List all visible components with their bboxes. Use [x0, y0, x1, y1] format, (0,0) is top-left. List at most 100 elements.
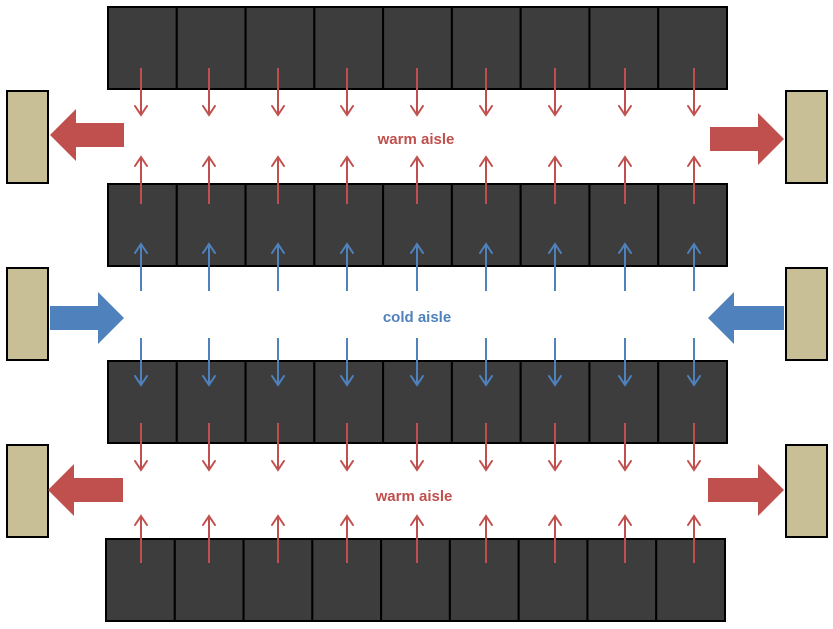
cold-intake-arrow [271, 242, 285, 291]
warm-exhaust-arrow [479, 423, 493, 472]
cold-intake-arrow [134, 338, 148, 387]
warm-exhaust-arrow [271, 68, 285, 117]
cold-aisle-label: cold aisle [383, 309, 451, 326]
cold-intake-arrow [271, 338, 285, 387]
warm-exhaust-arrow [271, 423, 285, 472]
cold-intake-arrow [340, 338, 354, 387]
rack-cabinet [313, 360, 385, 444]
warm-exhaust-arrow [687, 423, 701, 472]
cold-intake-arrow [479, 242, 493, 291]
rack-cabinet [313, 183, 385, 267]
rack-cabinet [244, 183, 316, 267]
cooling-unit-right [785, 267, 828, 361]
rack-cabinet [517, 538, 589, 622]
warm-exhaust-arrow [134, 514, 148, 563]
rack-cabinet [380, 538, 451, 622]
warm-exhaust-arrow [202, 423, 216, 472]
rack-cabinet [313, 6, 385, 90]
warm-exhaust-arrow [202, 514, 216, 563]
warm-exhaust-arrow [618, 68, 632, 117]
rack-cabinet [244, 6, 316, 90]
rack-cabinet [588, 360, 660, 444]
rack-row [105, 538, 726, 622]
warm-exhaust-arrow [479, 155, 493, 204]
cold-intake-arrow [134, 242, 148, 291]
rack-cabinet [448, 538, 520, 622]
cooling-units [6, 90, 828, 538]
warm-exhaust-arrow [410, 514, 424, 563]
rack-row [107, 360, 728, 444]
rack-cabinet [586, 538, 658, 622]
warm-exhaust-arrow [202, 155, 216, 204]
warm-exhaust-arrow [548, 155, 562, 204]
rack-row [107, 6, 728, 90]
rack-cabinet [107, 360, 178, 444]
warm-exhaust-arrow [618, 155, 632, 204]
warm-exhaust-arrow [687, 68, 701, 117]
cold-intake-arrow [479, 338, 493, 387]
rack-cabinet [588, 6, 660, 90]
rack-cabinet [175, 183, 247, 267]
rack-cabinet [107, 6, 178, 90]
cold-intake-arrow [410, 242, 424, 291]
rack-rows [105, 6, 728, 622]
warm-return-arrow-right [708, 464, 784, 516]
warm-exhaust-arrow [271, 514, 285, 563]
warm-aisle-label-bottom: warm aisle [375, 488, 453, 505]
cold-intake-arrow [687, 338, 701, 387]
warm-exhaust-arrow [134, 68, 148, 117]
warm-exhaust-arrow [548, 423, 562, 472]
warm-exhaust-arrow [271, 155, 285, 204]
warm-aisle-label-top: warm aisle [377, 131, 455, 148]
cold-intake-arrow [202, 338, 216, 387]
cold-intake-arrow [202, 242, 216, 291]
cooling-unit-left [6, 90, 49, 184]
warm-exhaust-arrow [618, 423, 632, 472]
cold-intake-arrow [410, 338, 424, 387]
warm-exhaust-arrow [410, 423, 424, 472]
rack-cabinet [175, 6, 247, 90]
warm-return-arrow-left [50, 109, 124, 161]
warm-return-arrow-left [48, 464, 123, 516]
warm-exhaust-arrow [134, 155, 148, 204]
rack-cabinet [657, 183, 728, 267]
warm-exhaust-arrow [548, 68, 562, 117]
rack-cabinet [175, 360, 247, 444]
cold-supply-arrow-right [708, 292, 784, 344]
rack-cabinet [588, 183, 660, 267]
airflow-arrows [134, 68, 701, 563]
cooling-unit-left [6, 444, 49, 538]
cold-intake-arrow [618, 338, 632, 387]
cooling-unit-right [785, 90, 828, 184]
rack-cabinet [655, 538, 726, 622]
warm-exhaust-arrow [479, 514, 493, 563]
rack-cabinet [657, 360, 728, 444]
cold-intake-arrow [548, 338, 562, 387]
warm-exhaust-arrow [340, 68, 354, 117]
cold-intake-arrow [687, 242, 701, 291]
warm-exhaust-arrow [687, 155, 701, 204]
cold-intake-arrow [340, 242, 354, 291]
warm-exhaust-arrow [410, 155, 424, 204]
warm-exhaust-arrow [340, 423, 354, 472]
warm-return-arrow-right [710, 113, 784, 165]
warm-exhaust-arrow [548, 514, 562, 563]
warm-exhaust-arrow [134, 423, 148, 472]
warm-exhaust-arrow [618, 514, 632, 563]
warm-exhaust-arrow [410, 68, 424, 117]
rack-cabinet [107, 183, 178, 267]
cooling-unit-left [6, 267, 49, 361]
unit-airflow-arrows [48, 109, 784, 516]
cooling-unit-right [785, 444, 828, 538]
rack-cabinet [244, 360, 316, 444]
warm-exhaust-arrow [479, 68, 493, 117]
cold-supply-arrow-left [50, 292, 124, 344]
warm-exhaust-arrow [340, 155, 354, 204]
rack-cabinet [657, 6, 728, 90]
warm-exhaust-arrow [202, 68, 216, 117]
cold-intake-arrow [618, 242, 632, 291]
cold-intake-arrow [548, 242, 562, 291]
warm-exhaust-arrow [340, 514, 354, 563]
warm-exhaust-arrow [687, 514, 701, 563]
